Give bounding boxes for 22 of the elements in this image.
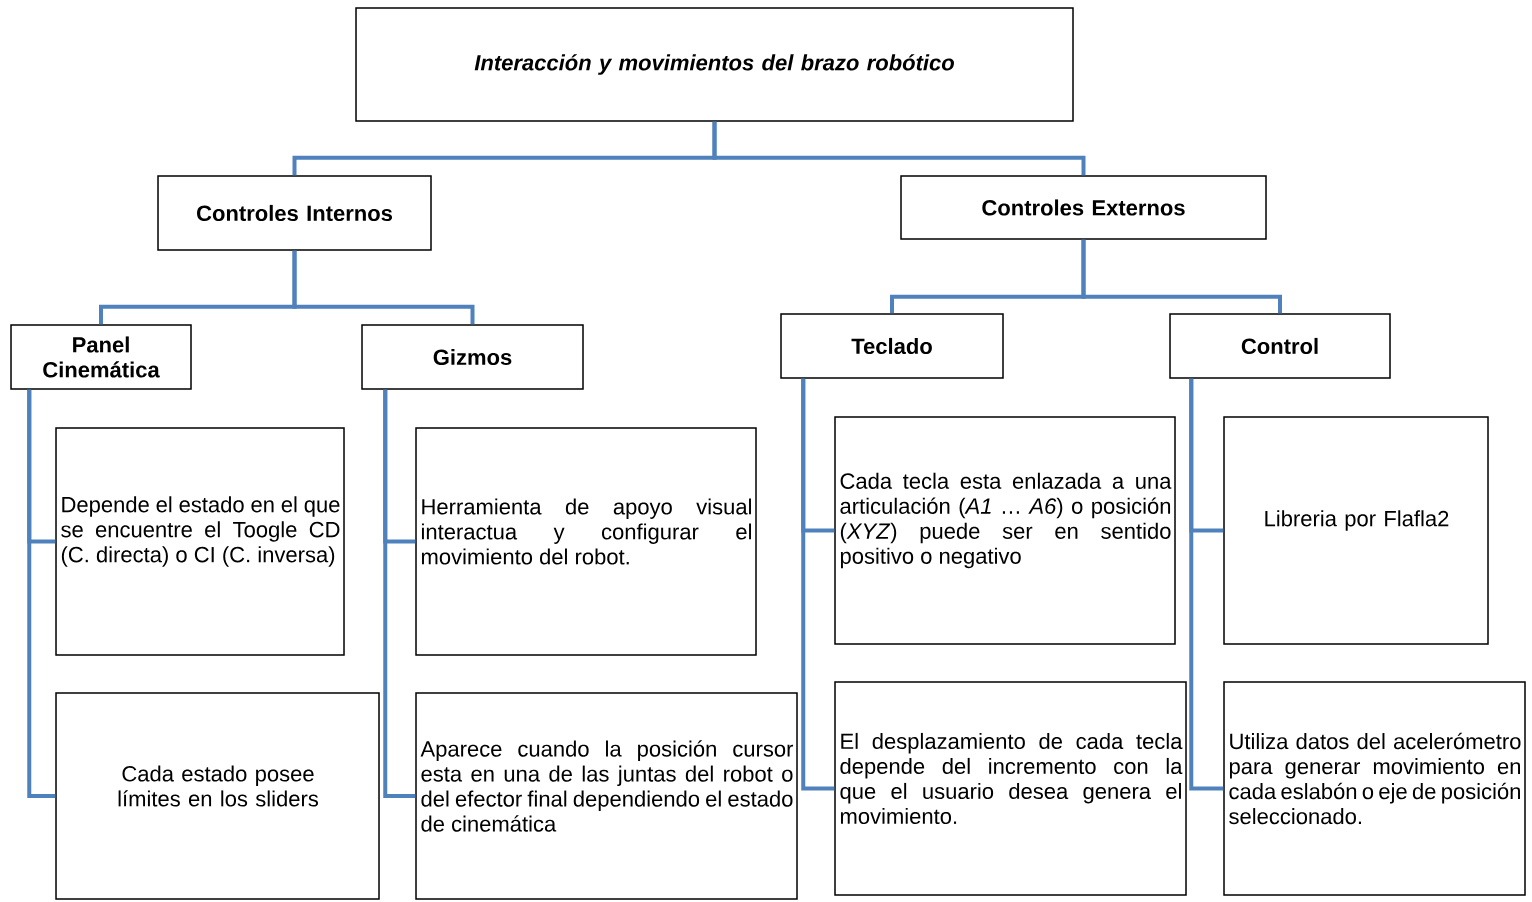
connector-line [383,389,416,798]
subcategory-box: Control [1169,313,1391,379]
connector-line [292,250,475,325]
category-box: Controles Internos [157,175,432,251]
connector-line [1081,239,1282,314]
connector-line [801,378,835,791]
description-box: Utiliza datos del acelerómetro para generar movimiento en cada eslabón o eje de posición seleccionado. [1223,681,1526,896]
connector-line [1189,378,1224,791]
subcategory-box: Panel Cinemática [10,324,192,390]
description-box: Libreria por Flafla2 [1223,416,1489,645]
subcategory-box: Gizmos [361,324,584,390]
description-box: Depende el estado en el que se encuentre el Toogle CD (C. directa) o CI (C. inversa) [55,427,345,656]
subcategory-box: Teclado [780,313,1004,379]
category-box: Controles Externos [900,175,1267,240]
description-box: Cada tecla esta enlazada a una articulación (A1 … A6) o posición (XYZ) puede ser en sentido positivo o negativo [834,416,1176,645]
description-box: El desplazamiento de cada tecla depende del incremento con la que el usuario desea genera el movimiento. [834,681,1187,896]
connector-line [27,389,56,798]
description-box: Aparece cuando la posición cursor esta en una de las juntas del robot o del efector final dependiendo el estado de cinemática [415,692,798,900]
title-box: Interacción y movimientos del brazo robótico [355,7,1074,122]
description-box: Cada estado posee límites en los sliders [55,692,380,900]
connector-line [712,121,1086,176]
description-box: Herramienta de apoyo visual interactua y configurar el movimiento del robot. [415,427,757,656]
